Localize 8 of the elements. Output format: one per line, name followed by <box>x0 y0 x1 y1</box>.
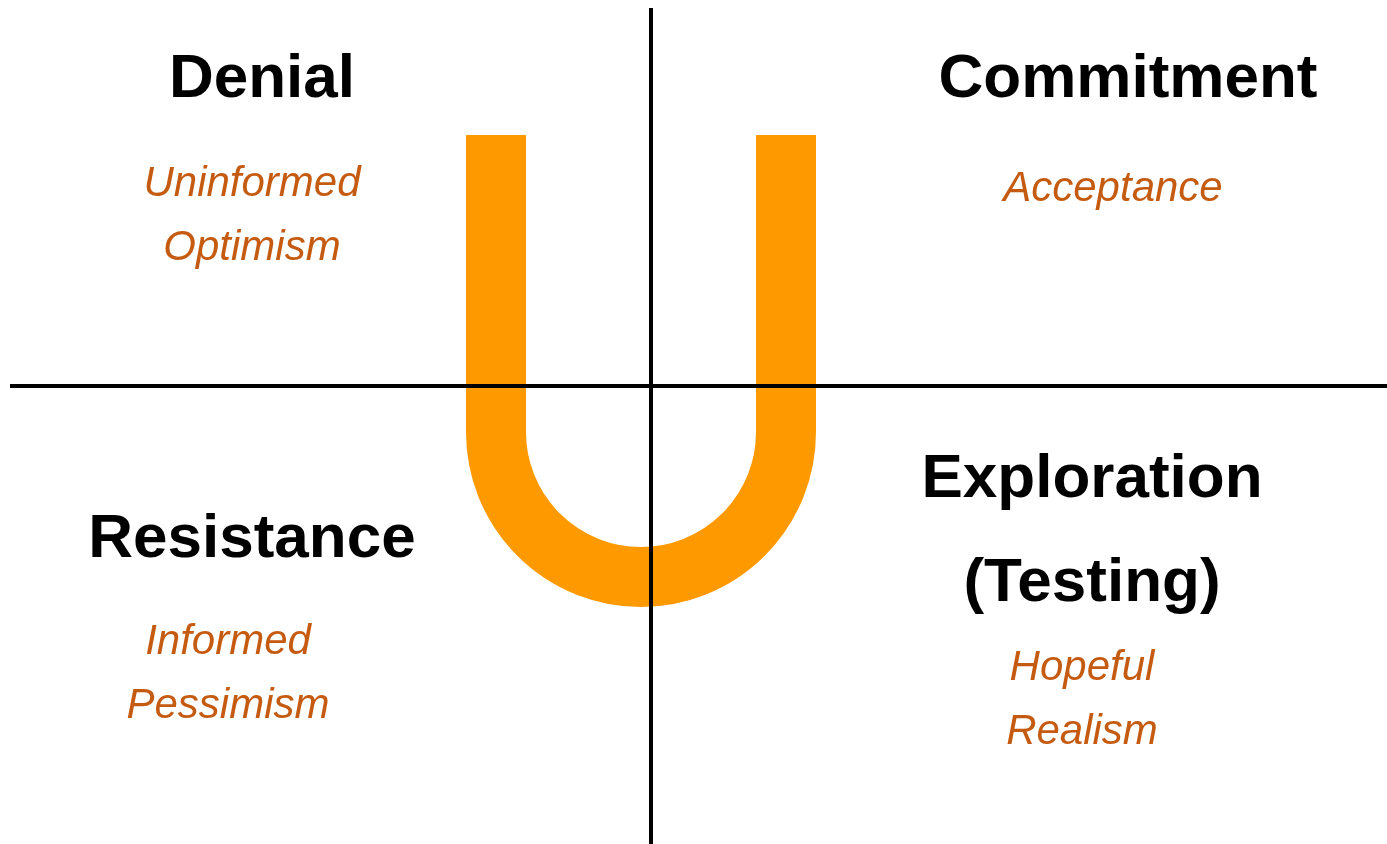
stage-heading: Commitment <box>937 40 1319 112</box>
stage-subtitle: Informed Pessimism <box>125 615 331 729</box>
stage-heading: Denial <box>167 40 357 112</box>
stage-heading: Resistance <box>87 500 417 572</box>
stage-subtitle: Hopeful Realism <box>1005 641 1159 755</box>
stage-heading: Exploration (Testing) <box>920 440 1264 616</box>
stage-subtitle: Acceptance <box>1000 162 1224 212</box>
stage-subtitle: Uninformed Optimism <box>142 157 363 271</box>
